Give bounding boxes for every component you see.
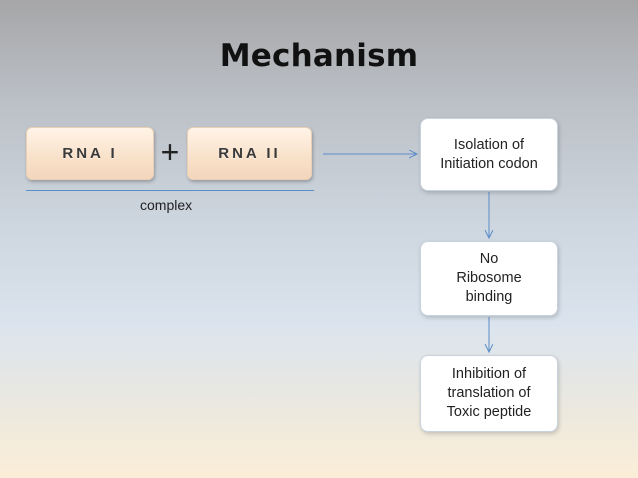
rna-i-box: RNA I <box>26 127 154 180</box>
no-binding-line-1: No <box>479 251 499 267</box>
inhibition-line-3: Toxic peptide <box>446 404 532 420</box>
isolation-line-2: Initiation codon <box>440 155 538 172</box>
no-ribosome-binding-box: No Ribosome binding <box>420 241 558 316</box>
no-binding-line-3: binding <box>465 289 513 305</box>
page-title: Mechanism <box>219 38 419 74</box>
inhibition-line-2: translation of <box>447 385 531 401</box>
rna-ii-box: RNA II <box>187 127 312 180</box>
no-binding-line-2: Ribosome <box>456 270 522 286</box>
complex-underline <box>26 190 314 191</box>
inhibition-line-1: Inhibition of <box>451 366 527 382</box>
plus-sign: + <box>160 134 180 170</box>
isolation-line-1: Isolation of <box>453 136 525 153</box>
inhibition-box: Inhibition of translation of Toxic pepti… <box>420 355 558 432</box>
complex-label: complex <box>140 197 193 213</box>
isolation-box: Isolation of Initiation codon <box>420 118 558 191</box>
rna-ii-label: RNA II <box>218 145 281 162</box>
rna-i-label: RNA I <box>62 145 118 162</box>
